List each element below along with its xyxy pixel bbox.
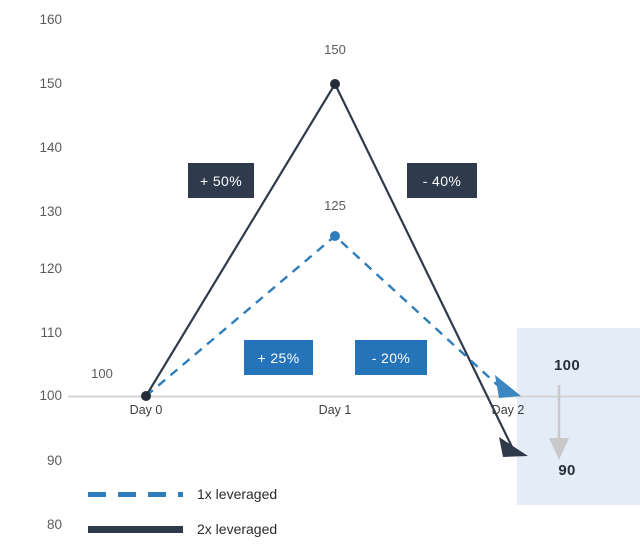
y-tick-120: 120 [39,261,62,276]
highlight-top-value: 100 [554,357,580,374]
y-tick-90: 90 [46,453,62,468]
point-label-peak-150: 150 [324,42,346,57]
highlight-bottom-value: 90 [558,462,576,479]
marker-day0 [141,391,151,401]
series-2x-leveraged-line [145,81,513,448]
point-label-start-100: 100 [91,366,113,381]
x-tick-day-1: Day 1 [318,403,352,417]
y-tick-100: 100 [39,388,62,403]
badge-2x-up-50: + 50% [188,163,254,198]
y-tick-160: 160 [39,12,62,27]
y-tick-80: 80 [46,517,62,532]
y-tick-150: 150 [39,76,62,91]
marker-2x-peak [330,79,340,89]
y-tick-110: 110 [40,325,62,340]
marker-1x-peak [330,231,340,241]
y-tick-140: 140 [39,140,62,155]
legend-swatch-1x-dashed-icon [88,491,183,497]
legend-item-2x: 2x leveraged [88,521,277,537]
x-tick-day-2: Day 2 [491,403,525,417]
legend-label-1x: 1x leveraged [197,486,278,502]
badge-1x-up-25: + 25% [244,340,313,375]
legend-swatch-2x-solid-icon [88,525,183,533]
point-label-peak-125: 125 [324,198,346,213]
badge-1x-down-20: - 20% [355,340,427,375]
badge-2x-down-40: - 40% [407,163,477,198]
x-tick-day-0: Day 0 [129,403,163,417]
legend-item-1x: 1x leveraged [88,486,277,502]
legend-label-2x: 2x leveraged [197,521,278,537]
series-1x-leveraged-line [145,234,505,397]
day2-highlight-panel [517,328,640,505]
highlight-arrow-head-icon [549,438,569,460]
series-2x-arrowhead [499,437,528,457]
series-1x-arrowhead [495,375,521,398]
y-tick-130: 130 [39,204,62,219]
